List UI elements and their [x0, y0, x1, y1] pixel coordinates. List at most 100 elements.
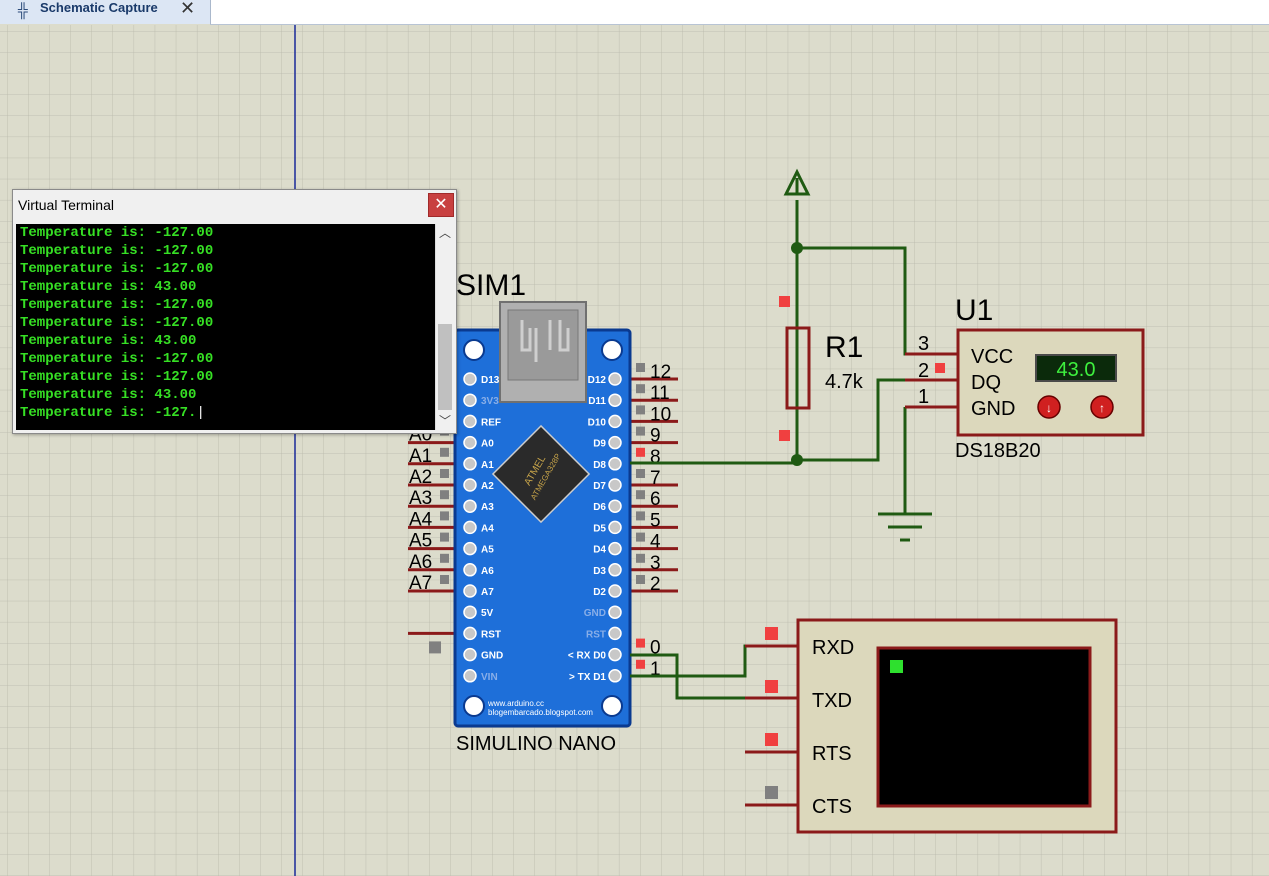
- pin-label: 5V: [481, 608, 494, 619]
- pin-pad[interactable]: [463, 457, 477, 471]
- pin-label: A4: [481, 523, 494, 534]
- pin-marker: [636, 405, 645, 415]
- terminal-line: Temperature is: 43.00: [20, 279, 197, 295]
- pin-marker: [636, 447, 645, 457]
- pin-pad[interactable]: [463, 414, 477, 429]
- pin-label: A5: [481, 545, 494, 556]
- pin-label: VIN: [481, 672, 498, 683]
- pin-pad[interactable]: [608, 563, 622, 577]
- sensor-pin-vcc: VCC: [971, 346, 1013, 368]
- pin-marker: [636, 532, 645, 542]
- pin-marker: [440, 469, 449, 478]
- pin-pad[interactable]: [463, 541, 477, 556]
- terminal-line: Temperature is: -127.00: [20, 315, 214, 331]
- pin-pad[interactable]: [463, 520, 477, 535]
- pin-pad[interactable]: [463, 435, 477, 450]
- pin-label: GND: [481, 651, 503, 662]
- pin-pad[interactable]: [463, 669, 477, 683]
- pin-pad[interactable]: [463, 478, 477, 492]
- ds18b20-sensor[interactable]: U1 3 2 1 VCC DQ GND 43.0 ↓ ↑ DS18B20: [905, 294, 1145, 462]
- pin-label: D12: [588, 375, 607, 386]
- scroll-up-icon[interactable]: ︿: [438, 226, 451, 240]
- pin-number: 5: [650, 510, 661, 531]
- arduino-ref: SIM1: [456, 269, 526, 302]
- pin-pad[interactable]: [463, 563, 477, 577]
- scrollbar[interactable]: ︿ ﹀: [435, 224, 454, 430]
- pin-pad[interactable]: [608, 499, 622, 513]
- pin-label: > TX D1: [569, 672, 606, 683]
- arrow-up-icon: ↑: [1099, 401, 1105, 415]
- pin-marker: [636, 363, 645, 372]
- pin-label: RST: [481, 629, 501, 640]
- analog-label: A1: [409, 446, 432, 467]
- arrow-down-icon: ↓: [1046, 401, 1052, 415]
- pin-marker: [636, 659, 645, 669]
- tab-bar: ╬ Schematic Capture ✕: [0, 0, 1269, 26]
- pin-number: 12: [650, 362, 671, 383]
- scroll-thumb[interactable]: [438, 324, 452, 410]
- pin-pad[interactable]: [463, 499, 477, 513]
- pin-pad[interactable]: [608, 372, 622, 386]
- pin-marker: [779, 296, 790, 307]
- resistor-ref: R1: [825, 331, 863, 364]
- pin-label: A2: [481, 481, 494, 492]
- pin-label: A7: [481, 587, 494, 598]
- pin-label: GND: [584, 608, 606, 619]
- pin-marker: [440, 511, 449, 521]
- analog-label: A4: [409, 509, 433, 530]
- pin-pad[interactable]: [608, 584, 622, 598]
- pin-pad[interactable]: [463, 393, 477, 407]
- pin-pad[interactable]: [463, 605, 477, 619]
- pin-label: A1: [481, 460, 494, 471]
- pin-marker: [636, 426, 645, 436]
- close-icon[interactable]: ✕: [180, 0, 196, 18]
- pin-pad[interactable]: [608, 647, 622, 662]
- ground-icon[interactable]: [878, 512, 932, 542]
- close-button[interactable]: ✕: [428, 193, 454, 217]
- sensor-pin-gnd: GND: [971, 398, 1015, 420]
- virtual-terminal-window[interactable]: Virtual Terminal ✕ Temperature is: -127.…: [12, 189, 457, 434]
- arduino-name: SIMULINO NANO: [456, 733, 616, 755]
- power-terminal-icon[interactable]: [783, 168, 811, 196]
- pin-pad[interactable]: [608, 605, 622, 619]
- window-title: Virtual Terminal: [18, 197, 114, 213]
- pin-pad[interactable]: [608, 520, 622, 535]
- terminal-line: Temperature is: -127.00: [20, 351, 214, 367]
- pin-marker: [765, 733, 778, 746]
- pin-marker: [779, 430, 790, 441]
- pin-label: D10: [588, 417, 607, 428]
- pin-pad[interactable]: [608, 478, 622, 492]
- pin-pad[interactable]: [608, 457, 622, 471]
- pin-label: 3V3: [481, 396, 499, 407]
- analog-label: A7: [409, 573, 432, 594]
- scroll-down-icon[interactable]: ﹀: [438, 414, 451, 428]
- pin-label: D13: [481, 375, 500, 386]
- resistor-r1[interactable]: R1 4.7k: [779, 296, 864, 441]
- terminal-line: Temperature is: -127.00: [20, 261, 214, 277]
- tab-schematic-capture[interactable]: ╬ Schematic Capture ✕: [0, 0, 211, 26]
- tab-label: Schematic Capture: [40, 0, 158, 15]
- temp-up-button[interactable]: ↑: [1090, 395, 1114, 419]
- text-cursor: |: [196, 405, 205, 421]
- pin-pad[interactable]: [608, 393, 622, 407]
- pin-pad[interactable]: [608, 414, 622, 429]
- terminal-line: Temperature is: -127.00: [20, 243, 214, 259]
- pin-pad[interactable]: [608, 626, 622, 641]
- pin-pad[interactable]: [463, 626, 477, 641]
- pin-pad[interactable]: [463, 647, 477, 662]
- uart-pin-rts: RTS: [812, 743, 852, 765]
- pin-pad[interactable]: [463, 584, 477, 598]
- temperature-readout: 43.0: [1057, 359, 1096, 381]
- sensor-pin-num: 1: [918, 386, 929, 408]
- pin-pad[interactable]: [608, 435, 622, 450]
- temp-down-button[interactable]: ↓: [1037, 395, 1061, 419]
- virtual-terminal-component[interactable]: RXD TXD RTS CTS: [745, 618, 1118, 834]
- board-blog: blogembarcado.blogspot.com: [488, 708, 593, 717]
- pin-pad[interactable]: [463, 372, 477, 386]
- pin-pad[interactable]: [608, 541, 622, 556]
- pin-label: D11: [588, 396, 606, 407]
- pin-pad[interactable]: [608, 669, 622, 683]
